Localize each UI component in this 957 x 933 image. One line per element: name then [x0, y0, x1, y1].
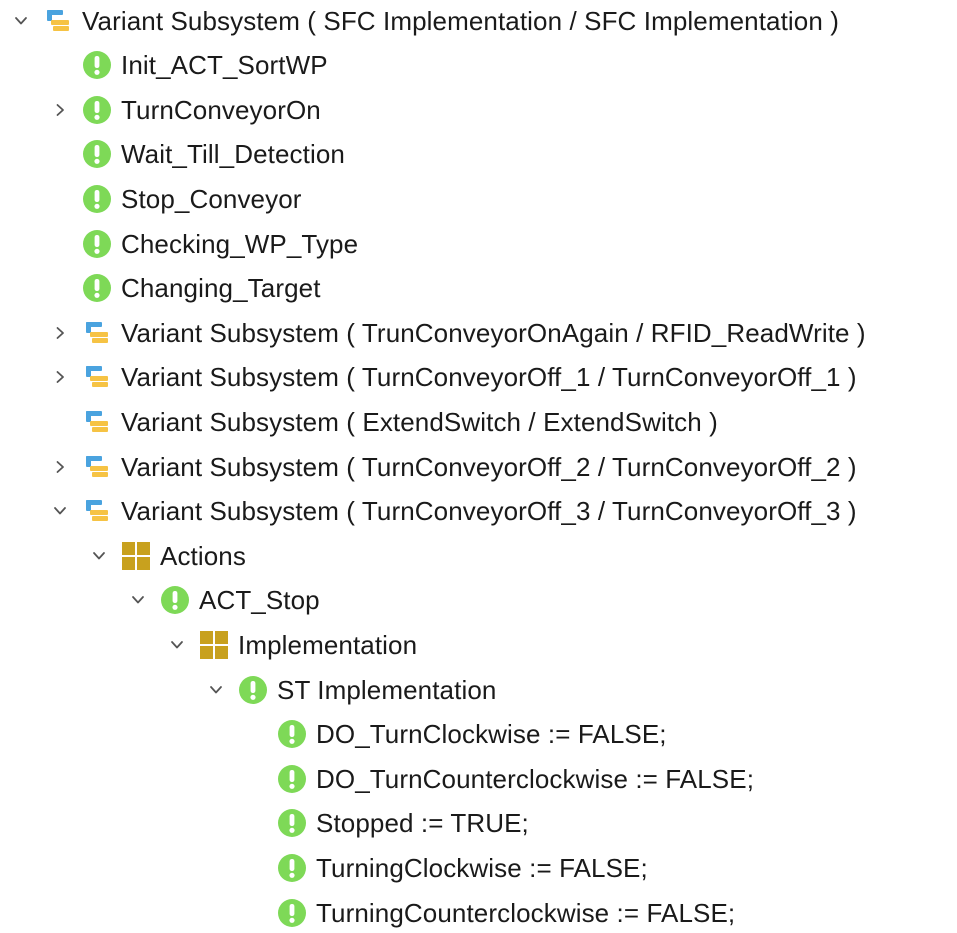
status-ok-icon [277, 719, 307, 749]
tree-item-label: ST Implementation [277, 674, 497, 705]
tree-item-label: Actions [160, 540, 246, 571]
tree-item-label: Variant Subsystem ( TrunConveyorOnAgain … [121, 317, 866, 348]
tree-item-label: Variant Subsystem ( ExtendSwitch / Exten… [121, 406, 718, 437]
expander-spacer [248, 906, 262, 920]
tree-item[interactable]: ACT_Stop [131, 580, 320, 620]
status-ok-icon [82, 50, 112, 80]
expander-spacer [248, 816, 262, 830]
status-ok-icon [277, 764, 307, 794]
chevron-down-icon[interactable] [92, 549, 106, 563]
expander-spacer [53, 237, 67, 251]
expander-spacer [53, 192, 67, 206]
status-ok-icon [82, 184, 112, 214]
tree-item[interactable]: Variant Subsystem ( SFC Implementation /… [14, 1, 839, 41]
tree-item-label: Init_ACT_SortWP [121, 50, 328, 81]
variant-subsystem-icon [82, 407, 112, 437]
tree-item-label: DO_TurnCounterclockwise := FALSE; [316, 763, 755, 794]
folder-grid-icon [199, 630, 229, 660]
chevron-down-icon[interactable] [53, 504, 67, 518]
tree-item[interactable]: TurnConveyorOn [53, 90, 321, 130]
status-ok-icon [238, 675, 268, 705]
chevron-down-icon[interactable] [209, 683, 223, 697]
chevron-right-icon[interactable] [53, 103, 67, 117]
chevron-right-icon[interactable] [53, 460, 67, 474]
tree-item[interactable]: Variant Subsystem ( TurnConveyorOff_1 / … [53, 357, 857, 397]
tree-item[interactable]: Checking_WP_Type [53, 224, 358, 264]
tree-item[interactable]: Stopped := TRUE; [248, 803, 529, 843]
chevron-right-icon[interactable] [53, 326, 67, 340]
tree-item[interactable]: DO_TurnCounterclockwise := FALSE; [248, 759, 754, 799]
expander-spacer [53, 415, 67, 429]
status-ok-icon [82, 95, 112, 125]
expander-spacer [248, 727, 262, 741]
tree-item[interactable]: DO_TurnClockwise := FALSE; [248, 714, 667, 754]
tree-item-label: Variant Subsystem ( TurnConveyorOff_1 / … [121, 362, 857, 393]
chevron-down-icon[interactable] [170, 638, 184, 652]
tree-item-label: Stopped := TRUE; [316, 808, 529, 839]
tree-item[interactable]: ST Implementation [209, 670, 496, 710]
tree-item[interactable]: TurningClockwise := FALSE; [248, 848, 648, 888]
tree-item[interactable]: TurningCounterclockwise := FALSE; [248, 893, 735, 933]
status-ok-icon [82, 139, 112, 169]
tree-item-label: Checking_WP_Type [121, 228, 359, 259]
status-ok-icon [277, 853, 307, 883]
tree-item-label: Variant Subsystem ( SFC Implementation /… [82, 5, 840, 36]
tree-item[interactable]: Variant Subsystem ( TurnConveyorOff_2 / … [53, 447, 857, 487]
variant-subsystem-icon [82, 496, 112, 526]
tree-item[interactable]: Variant Subsystem ( ExtendSwitch / Exten… [53, 402, 718, 442]
tree-item-label: Stop_Conveyor [121, 183, 302, 214]
variant-subsystem-icon [82, 318, 112, 348]
tree-item[interactable]: Wait_Till_Detection [53, 134, 345, 174]
expander-spacer [248, 772, 262, 786]
expander-spacer [53, 58, 67, 72]
expander-spacer [248, 861, 262, 875]
tree-item-label: DO_TurnClockwise := FALSE; [316, 719, 667, 750]
tree-item-label: TurnConveyorOn [121, 94, 321, 125]
status-ok-icon [277, 898, 307, 928]
tree-item-label: Changing_Target [121, 273, 321, 304]
tree-item-label: Variant Subsystem ( TurnConveyorOff_3 / … [121, 496, 857, 527]
tree-item[interactable]: Init_ACT_SortWP [53, 45, 328, 85]
expander-spacer [53, 281, 67, 295]
tree-item[interactable]: Actions [92, 536, 246, 576]
status-ok-icon [160, 585, 190, 615]
variant-subsystem-icon [43, 6, 73, 36]
status-ok-icon [82, 273, 112, 303]
tree-item-label: Wait_Till_Detection [121, 139, 345, 170]
tree-item[interactable]: Variant Subsystem ( TrunConveyorOnAgain … [53, 313, 866, 353]
chevron-right-icon[interactable] [53, 370, 67, 384]
tree-item-label: TurningCounterclockwise := FALSE; [316, 897, 736, 928]
tree-item[interactable]: Variant Subsystem ( TurnConveyorOff_3 / … [53, 491, 857, 531]
folder-grid-icon [121, 541, 151, 571]
status-ok-icon [82, 229, 112, 259]
variant-subsystem-icon [82, 362, 112, 392]
tree-item-label: TurningClockwise := FALSE; [316, 852, 648, 883]
status-ok-icon [277, 808, 307, 838]
tree-item-label: Variant Subsystem ( TurnConveyorOff_2 / … [121, 451, 857, 482]
tree-item[interactable]: Stop_Conveyor [53, 179, 302, 219]
chevron-down-icon[interactable] [131, 593, 145, 607]
tree-item[interactable]: Implementation [170, 625, 417, 665]
tree-item-label: ACT_Stop [199, 585, 320, 616]
expander-spacer [53, 147, 67, 161]
chevron-down-icon[interactable] [14, 14, 28, 28]
variant-subsystem-icon [82, 452, 112, 482]
tree-item-label: Implementation [238, 629, 418, 660]
tree-item[interactable]: Changing_Target [53, 268, 321, 308]
